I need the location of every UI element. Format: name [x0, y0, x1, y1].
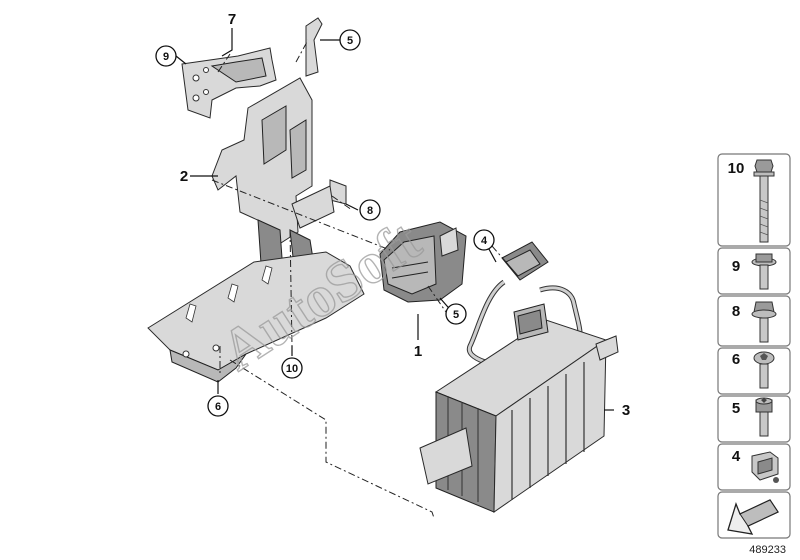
- side-item-10: 10: [717, 153, 791, 247]
- svg-text:3: 3: [622, 402, 630, 419]
- control-unit-part: [419, 303, 619, 513]
- callout-4: 4: [473, 229, 495, 251]
- assembly-arrow-icon: [727, 499, 779, 535]
- collar-screw-icon: [751, 253, 777, 290]
- callout-3: 3: [622, 402, 630, 419]
- svg-text:1: 1: [414, 343, 422, 360]
- svg-text:6: 6: [215, 401, 221, 413]
- collar-screw-icon: [751, 301, 777, 343]
- svg-text:4: 4: [732, 448, 741, 465]
- svg-text:9: 9: [163, 51, 169, 63]
- callout-7: 7: [228, 11, 236, 28]
- side-item-8: 8: [717, 295, 791, 347]
- svg-text:9: 9: [732, 258, 740, 275]
- bracket-part: [147, 77, 365, 383]
- side-item-6: 6: [717, 347, 791, 395]
- side-item-4: 4: [717, 443, 791, 491]
- callout-8: 8: [359, 199, 381, 221]
- callout-1: 1: [414, 343, 422, 360]
- assembly-lines: [211, 39, 507, 519]
- clip-nut-icon: [751, 451, 779, 483]
- relay-part: [379, 221, 467, 303]
- side-panel: 10 9 8: [717, 153, 791, 539]
- hex-socket-screw-icon: [755, 397, 773, 437]
- callout-5-relay: 5: [445, 303, 467, 325]
- callout-5-top: 5: [339, 29, 361, 51]
- svg-text:5: 5: [453, 309, 459, 321]
- svg-text:2: 2: [180, 168, 188, 185]
- side-item-arrow: [717, 491, 791, 539]
- callout-9: 9: [155, 45, 177, 67]
- svg-text:7: 7: [228, 11, 236, 28]
- reference-number: 489233: [749, 544, 786, 556]
- upper-bracket-part: [181, 17, 323, 119]
- svg-text:8: 8: [367, 205, 373, 217]
- long-bolt-icon: [753, 159, 775, 243]
- torx-screw-icon: [753, 351, 775, 389]
- svg-text:10: 10: [286, 363, 298, 375]
- callout-6: 6: [207, 395, 229, 417]
- svg-text:4: 4: [481, 235, 488, 247]
- callout-10: 10: [281, 357, 303, 379]
- svg-text:10: 10: [728, 160, 745, 177]
- side-item-9: 9: [717, 247, 791, 295]
- side-item-5: 5: [717, 395, 791, 443]
- svg-text:5: 5: [732, 400, 740, 417]
- svg-text:6: 6: [732, 351, 740, 368]
- callout-2: 2: [180, 168, 188, 185]
- svg-text:5: 5: [347, 35, 353, 47]
- svg-text:8: 8: [732, 303, 740, 320]
